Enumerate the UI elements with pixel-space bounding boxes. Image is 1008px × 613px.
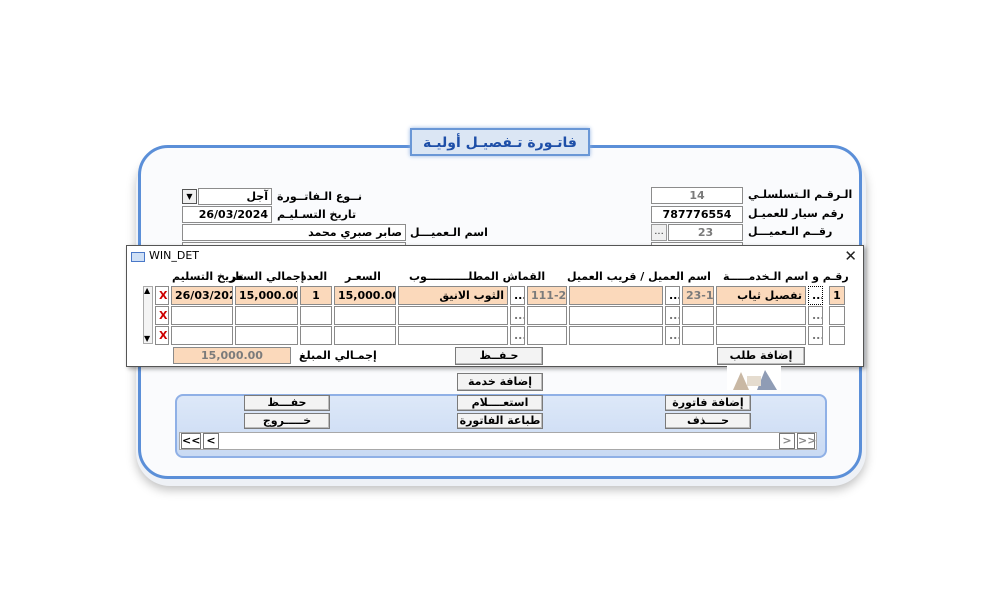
- customer-name-field[interactable]: صابر صبري محمد: [182, 224, 406, 241]
- row-number: [829, 306, 845, 325]
- serial-field[interactable]: 14: [651, 187, 743, 204]
- row-relative-lookup[interactable]: ...: [665, 286, 680, 305]
- header-qty: العدد: [301, 270, 328, 283]
- grid-scrollbar[interactable]: [143, 286, 153, 344]
- row-qty[interactable]: 1: [300, 286, 332, 305]
- total-amount-field: 15,000.00: [173, 347, 291, 364]
- record-navigator[interactable]: [179, 432, 817, 450]
- last-record-button[interactable]: >>: [797, 433, 817, 449]
- header-service: رقـم و اسم الـخدمـــــة: [723, 270, 849, 283]
- delete-row-icon[interactable]: X: [155, 326, 169, 345]
- window-titlebar: WIN_DET ✕: [127, 246, 863, 266]
- row-total[interactable]: 15,000.00: [235, 286, 298, 305]
- header-relative: اسم العميل / قريب العميل: [567, 270, 711, 283]
- row-relative-name[interactable]: [569, 286, 663, 305]
- row-relative-lookup[interactable]: ...: [665, 306, 680, 325]
- add-invoice-button[interactable]: إضافة فاتورة: [665, 395, 751, 411]
- customer-mobile-field[interactable]: 787776554: [651, 206, 743, 223]
- row-fabric-lookup[interactable]: ...: [510, 286, 525, 305]
- delivery-date-field[interactable]: 26/03/2024: [182, 206, 272, 223]
- row-service-lookup[interactable]: ...: [808, 286, 823, 305]
- row-price[interactable]: [334, 306, 396, 325]
- customer-no-field[interactable]: 23: [668, 224, 743, 241]
- first-record-button[interactable]: <<: [181, 433, 201, 449]
- row-price[interactable]: [334, 326, 396, 345]
- row-fabric[interactable]: [398, 306, 508, 325]
- delete-row-icon[interactable]: X: [155, 306, 169, 325]
- row-fabric[interactable]: الثوب الانيق: [398, 286, 508, 305]
- row-relative-code[interactable]: [682, 326, 714, 345]
- scroll-down-icon[interactable]: ▼: [144, 334, 151, 343]
- row-service[interactable]: [716, 306, 806, 325]
- row-total[interactable]: [235, 306, 298, 325]
- header-price: السعـر: [345, 270, 381, 283]
- invoice-type-dropdown-icon[interactable]: ▼: [182, 189, 197, 204]
- next-record-button[interactable]: >: [779, 433, 795, 449]
- delete-row-icon[interactable]: X: [155, 286, 169, 305]
- customer-no-label: رقــم الـعميـــل: [748, 225, 833, 238]
- row-total[interactable]: [235, 326, 298, 345]
- header-delivery: تاريخ التسليم: [172, 270, 244, 283]
- add-order-button[interactable]: إضافة طلب: [717, 347, 805, 365]
- customer-lookup-button[interactable]: ...: [651, 224, 667, 241]
- row-service[interactable]: [716, 326, 806, 345]
- row-relative-name[interactable]: [569, 306, 663, 325]
- invoice-type-label: نــوع الـفاتــورة: [277, 190, 362, 203]
- row-relative-code[interactable]: 23-1: [682, 286, 714, 305]
- customer-name-label: اسم الـعميـــل: [410, 226, 488, 239]
- row-relative-name[interactable]: [569, 326, 663, 345]
- detail-window: WIN_DET ✕ رقـم و اسم الـخدمـــــة اسم ال…: [126, 245, 864, 367]
- row-service-lookup[interactable]: ...: [808, 306, 823, 325]
- delivery-date-label: تاريخ التسـليـم: [277, 208, 357, 221]
- row-relative-code[interactable]: [682, 306, 714, 325]
- row-number: [829, 326, 845, 345]
- row-fabric[interactable]: [398, 326, 508, 345]
- row-fabric-lookup[interactable]: ...: [510, 326, 525, 345]
- row-number: 1: [829, 286, 845, 305]
- exit-button[interactable]: خـــــروج: [244, 413, 330, 429]
- window-app-icon: [131, 252, 145, 262]
- row-delivery[interactable]: [171, 326, 233, 345]
- total-amount-label: إجمـالي المبلغ: [299, 349, 377, 362]
- row-fabric-code[interactable]: [527, 326, 567, 345]
- save-button[interactable]: حفـــظ: [244, 395, 330, 411]
- invoice-type-select[interactable]: آجل: [198, 188, 272, 205]
- row-fabric-code[interactable]: [527, 306, 567, 325]
- row-qty[interactable]: [300, 306, 332, 325]
- row-fabric-code[interactable]: 111-2: [527, 286, 567, 305]
- customer-mobile-label: رقم سيار للعميـل: [748, 207, 844, 220]
- window-save-button[interactable]: حـفــظ: [455, 347, 543, 365]
- page-title: فاتـورة تـفصيـل أوليـة: [410, 128, 590, 156]
- serial-label: الـرقـم الـتسلسلـي: [748, 188, 853, 201]
- tailor-image: [727, 366, 781, 390]
- window-title: WIN_DET: [149, 249, 199, 262]
- add-service-button[interactable]: إضافة خدمة: [457, 373, 543, 391]
- row-service-lookup[interactable]: ...: [808, 326, 823, 345]
- row-service[interactable]: تفصيل ثياب: [716, 286, 806, 305]
- row-fabric-lookup[interactable]: ...: [510, 306, 525, 325]
- row-price[interactable]: 15,000.00: [334, 286, 396, 305]
- query-button[interactable]: استعــــلام: [457, 395, 543, 411]
- header-total: إجمالي السعر: [230, 270, 305, 283]
- row-delivery[interactable]: [171, 306, 233, 325]
- row-delivery[interactable]: 26/03/2024: [171, 286, 233, 305]
- prev-record-button[interactable]: <: [203, 433, 219, 449]
- row-relative-lookup[interactable]: ...: [665, 326, 680, 345]
- print-invoice-button[interactable]: طباعة الفاتورة: [457, 413, 543, 429]
- header-fabric: القماش المطلـــــــــــوب: [409, 270, 546, 283]
- scroll-up-icon[interactable]: ▲: [144, 286, 151, 295]
- row-qty[interactable]: [300, 326, 332, 345]
- close-icon[interactable]: ✕: [844, 247, 857, 265]
- delete-button[interactable]: حــــذف: [665, 413, 751, 429]
